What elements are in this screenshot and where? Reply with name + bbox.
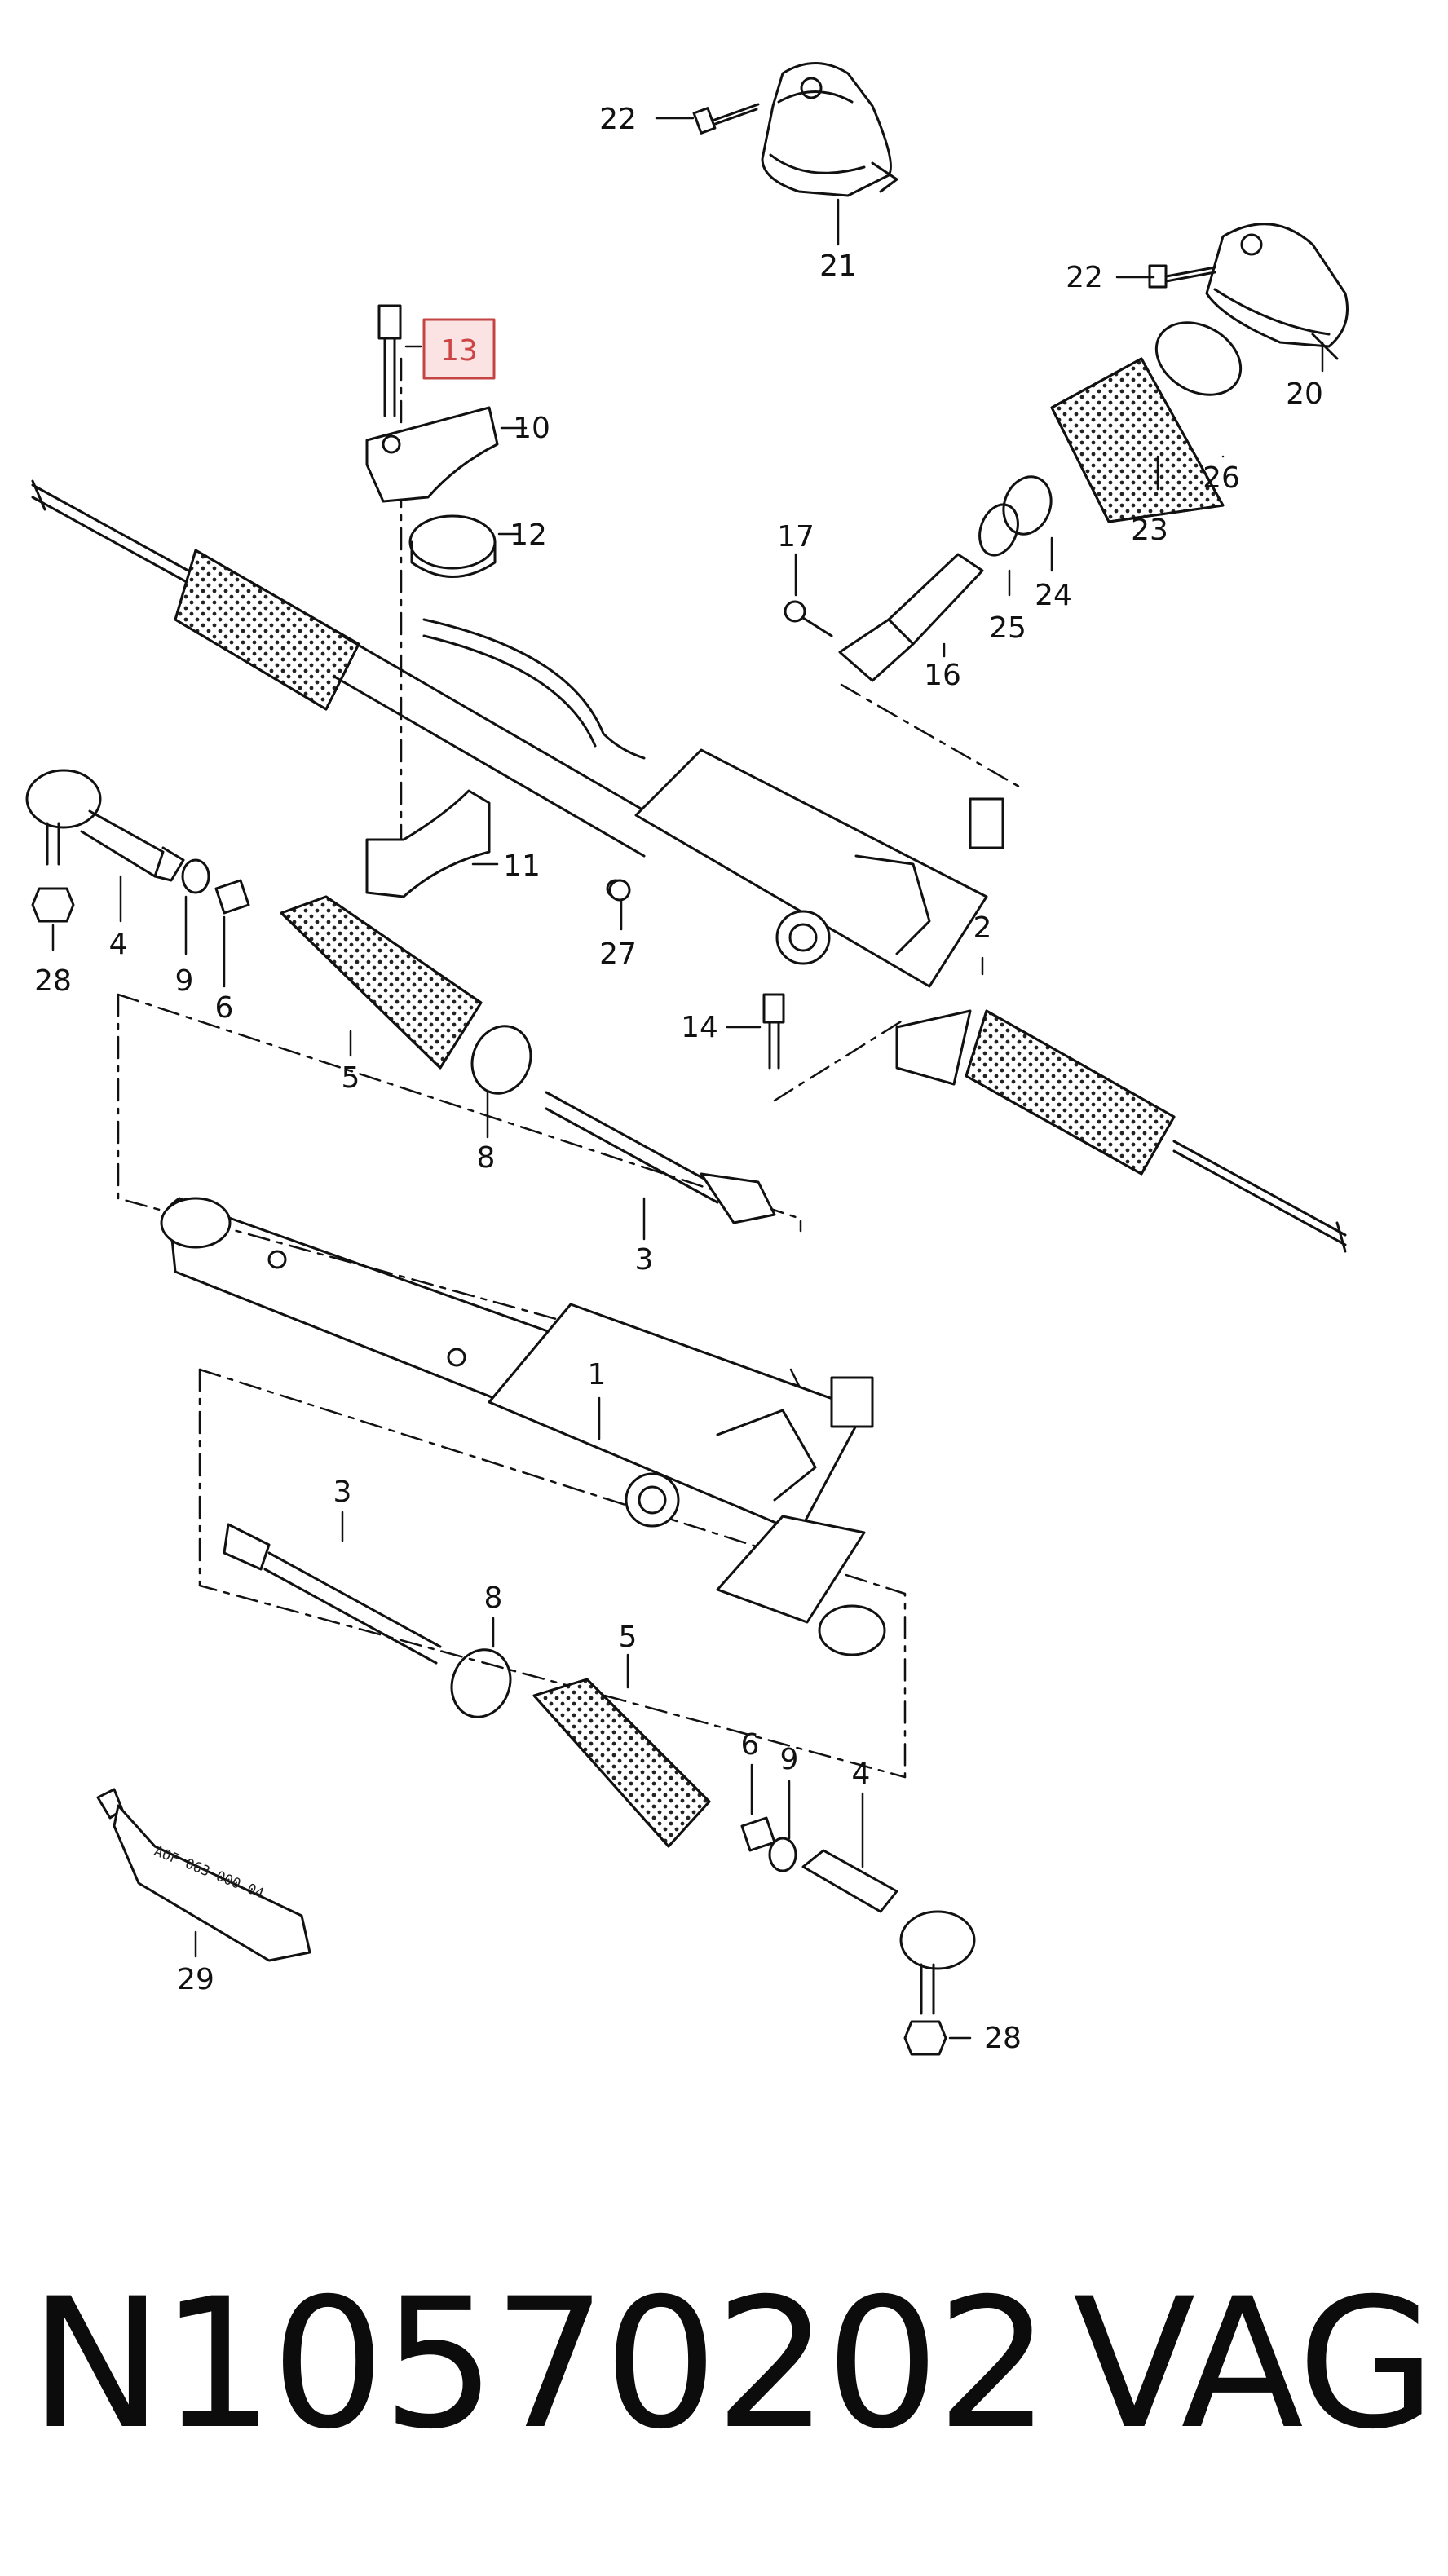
- clamp-8a: [470, 1025, 532, 1095]
- callout-label-8a: 8: [477, 1141, 496, 1175]
- bolt-14: [762, 993, 785, 1070]
- callout-label-10: 10: [513, 412, 550, 445]
- mounting-bracket-20: [1205, 223, 1349, 360]
- callout-label-1: 1: [588, 1358, 607, 1392]
- nut-6b: [740, 1816, 776, 1852]
- nut-28b: [903, 2020, 947, 2056]
- callout-label-9a: 9: [175, 964, 194, 998]
- boot-5b: [532, 1678, 711, 1848]
- grease-tube-29: [96, 1788, 311, 1962]
- callout-label-25: 25: [989, 611, 1026, 645]
- callout-label-21: 21: [819, 249, 857, 283]
- clamp-25: [978, 503, 1019, 557]
- callout-label-3a: 3: [635, 1243, 654, 1277]
- callout-label-23: 23: [1131, 514, 1168, 547]
- assembly-guide-lines: [117, 357, 1021, 1779]
- tie-rod-end-4b: [801, 1849, 976, 2015]
- callout-label-3b: 3: [333, 1475, 352, 1509]
- callout-label-24: 24: [1035, 579, 1072, 612]
- pipe-16: [838, 553, 984, 682]
- clamp-8b: [450, 1648, 512, 1718]
- bush-12: [408, 514, 497, 578]
- callout-label-17: 17: [777, 520, 814, 554]
- callout-label-22a: 22: [599, 103, 637, 136]
- callout-label-12: 12: [510, 518, 547, 552]
- callout-label-4a: 4: [109, 928, 128, 961]
- steering-rack-exploded-diagram: AOF 063 000 04 2221222013101226231724251…: [25, 62, 1349, 2056]
- callout-label-26: 26: [1203, 461, 1240, 495]
- callout-label-6a: 6: [215, 991, 234, 1025]
- steering-rack-housing-1: [160, 1197, 886, 1656]
- callout-label-20: 20: [1286, 377, 1323, 411]
- callout-label-22b: 22: [1066, 261, 1103, 294]
- tie-rod-3b: [223, 1523, 442, 1665]
- callout-label-27: 27: [599, 937, 637, 971]
- bolt-22b: [1148, 264, 1216, 289]
- bolt-13: [377, 304, 402, 417]
- callout-label-11: 11: [503, 849, 541, 883]
- nut-28a: [31, 887, 75, 923]
- mounting-bracket-21: [761, 62, 898, 197]
- callout-label-5a: 5: [342, 1061, 360, 1095]
- callout-label-28a: 28: [34, 964, 72, 998]
- steering-rack-2: [31, 479, 1347, 1253]
- clamp-11: [365, 789, 491, 898]
- callout-label-6b: 6: [741, 1728, 760, 1762]
- clamp-10: [365, 406, 499, 503]
- callout-label-29: 29: [177, 1963, 214, 1996]
- nut-6a: [214, 879, 250, 915]
- bolt-22a: [692, 103, 760, 135]
- clamp-26: [1154, 321, 1243, 396]
- callout-label-8b: 8: [484, 1581, 503, 1615]
- callout-label-14: 14: [681, 1011, 718, 1044]
- callout-label-5b: 5: [619, 1621, 638, 1654]
- brand-name: VAG: [1073, 2260, 1437, 2468]
- bolt-17: [784, 600, 833, 637]
- boot-23: [1050, 357, 1225, 523]
- callout-label-16: 16: [924, 659, 961, 692]
- callout-label-4b: 4: [852, 1758, 871, 1791]
- tie-rod-3a: [545, 1091, 776, 1224]
- washer-9a: [181, 858, 210, 894]
- callout-label-13: 13: [440, 334, 478, 368]
- boot-5a: [280, 895, 483, 1070]
- washer-9b: [768, 1837, 797, 1872]
- callout-label-28b: 28: [984, 2022, 1022, 2055]
- callout-label-2: 2: [973, 911, 992, 945]
- part-number: N10570202: [29, 2260, 1050, 2468]
- highlight-box-13: [422, 318, 496, 380]
- callout-label-9b: 9: [780, 1743, 799, 1776]
- bolt-27: [608, 879, 631, 902]
- tie-rod-end-4a: [25, 769, 185, 882]
- leader-lines: [51, 117, 1324, 2040]
